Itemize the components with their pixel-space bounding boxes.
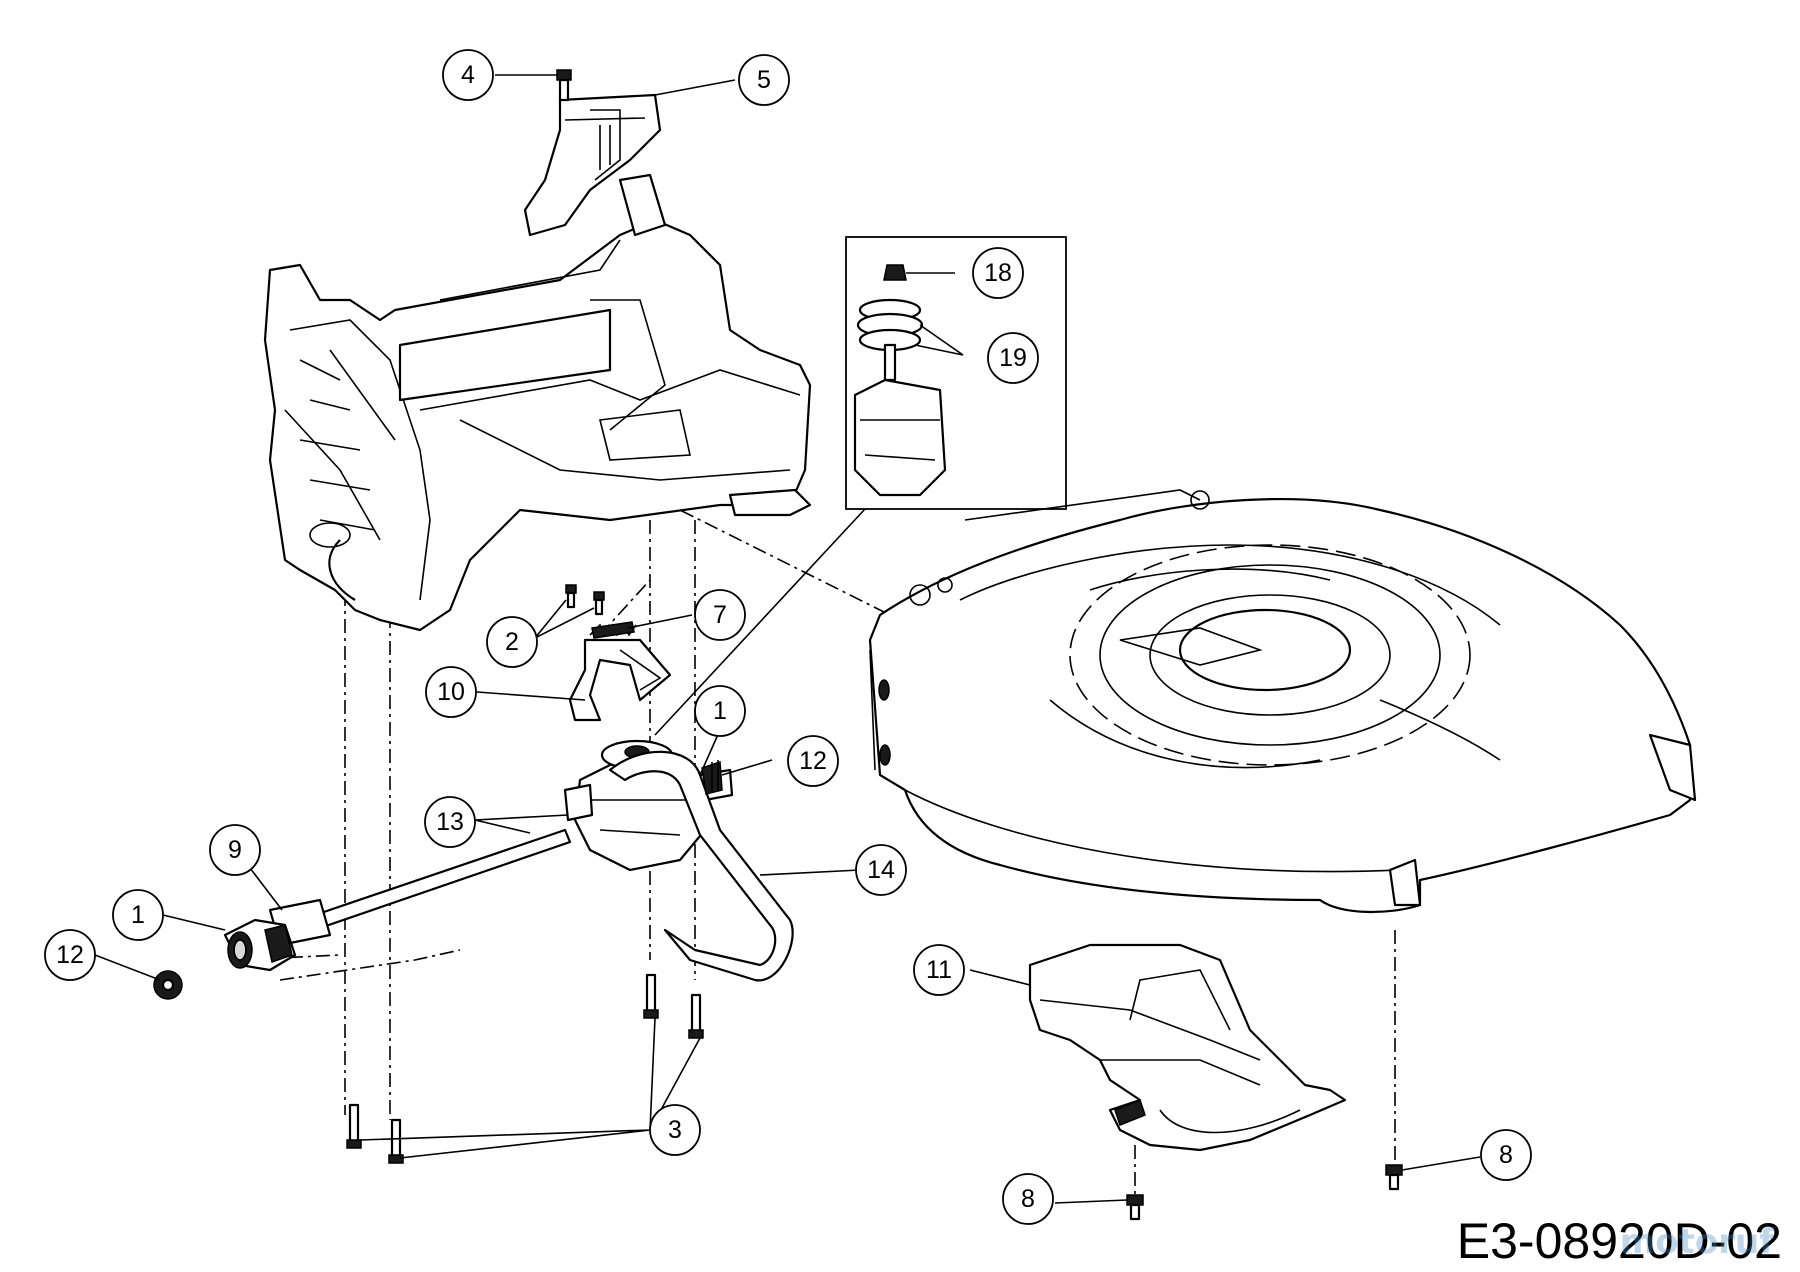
callout-9-label: 9 [228,836,242,864]
part-10-lever [568,638,672,722]
callout-19-label: 19 [999,344,1027,372]
callout-2-label: 2 [505,628,519,656]
callout-1-right: 1 [694,685,746,737]
mower-deck [868,489,1697,914]
callout-12-left-label: 12 [56,941,84,969]
callout-10-label: 10 [437,678,465,706]
callout-1-left: 1 [112,889,164,941]
part-12-gear-right [701,760,723,795]
rear-housing [263,173,812,632]
callout-8-right-label: 8 [1499,1141,1513,1169]
callout-1-left-label: 1 [131,901,145,929]
callout-1-right-label: 1 [713,697,727,725]
callout-8-left: 8 [1002,1173,1054,1225]
callout-2: 2 [486,616,538,668]
callout-7: 7 [694,589,746,641]
callout-12-right: 12 [787,735,839,787]
callout-7-label: 7 [713,601,727,629]
leader-lines [94,74,1481,1204]
callout-13: 13 [424,796,476,848]
callout-8-left-label: 8 [1021,1185,1035,1213]
callout-14-label: 14 [867,856,895,884]
callout-18-label: 18 [984,259,1012,287]
callout-5-label: 5 [757,66,771,94]
callout-14: 14 [855,844,907,896]
callout-5: 5 [738,54,790,106]
part-1-bushing-left [223,918,297,972]
callout-19: 19 [987,332,1039,384]
callout-12-left: 12 [44,929,96,981]
drawing-code: E3-08920D-02 [1456,1213,1782,1269]
watermark: motoruf [1619,1222,1774,1262]
part-7-spring [589,621,637,639]
callout-9: 9 [209,824,261,876]
callout-13-label: 13 [436,808,464,836]
inset-gearbox-detail [654,236,1067,736]
callout-8-right: 8 [1480,1129,1532,1181]
callout-4-label: 4 [461,61,475,89]
callout-3-label: 3 [668,1116,682,1144]
callout-18: 18 [972,247,1024,299]
part-4-screw [556,69,572,102]
part-11-chute [1028,943,1347,1152]
part-2-screws [565,584,605,616]
part-3-bolts [346,973,704,1164]
callout-12-right-label: 12 [799,747,827,775]
part-14-belt [608,750,794,982]
callout-10: 10 [425,666,477,718]
part-5-bracket [523,93,662,237]
callout-11: 11 [913,944,965,996]
part-8-screws [1126,1164,1403,1221]
callout-11-label: 11 [926,956,952,984]
callout-4: 4 [442,49,494,101]
part-12-pinion-left [153,970,183,1000]
callout-3: 3 [649,1104,701,1156]
